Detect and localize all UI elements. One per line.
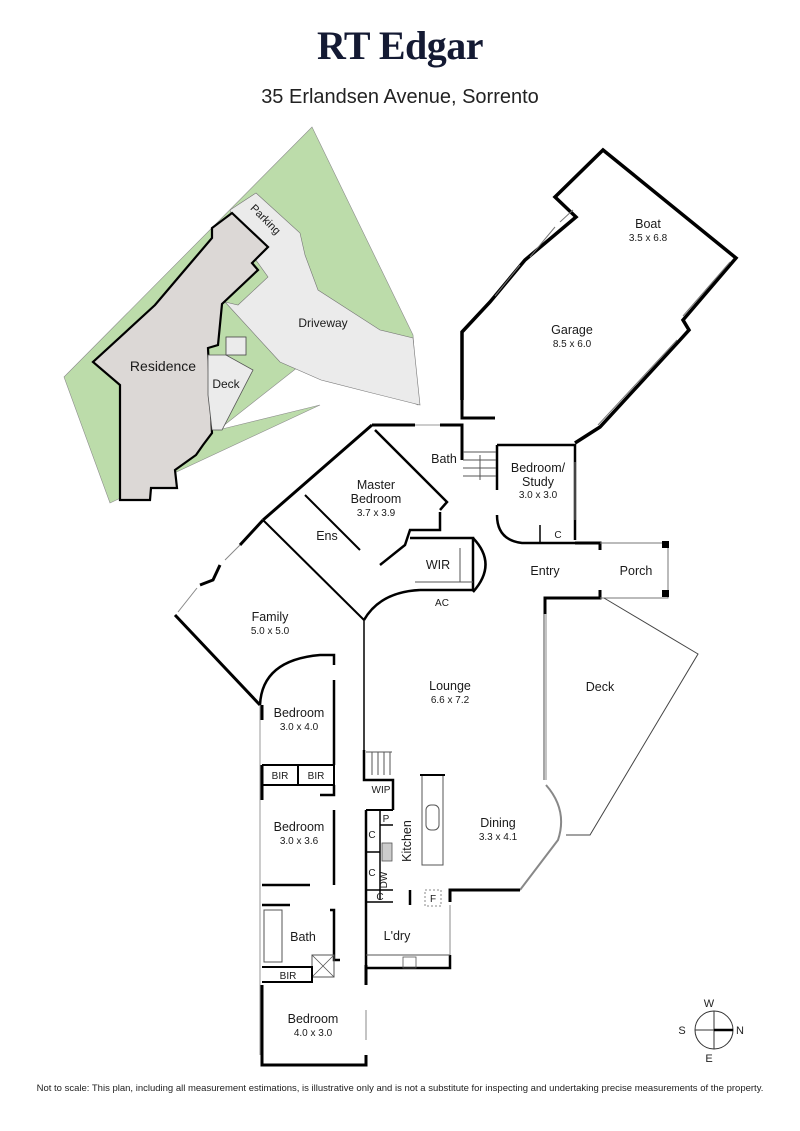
room-bedroom-3-label: Bedroom: [288, 1012, 339, 1026]
room-labels: Boat 3.5 x 6.8 Garage 8.5 x 6.0 Master B…: [251, 217, 668, 1039]
room-bedroom-study-label-2: Study: [522, 475, 555, 489]
cupboard-1-label: C: [368, 830, 375, 841]
room-family-label: Family: [252, 610, 290, 624]
room-ensuite-label: Ens: [316, 529, 338, 543]
room-dining-dims: 3.3 x 4.1: [479, 832, 518, 843]
room-entry-label: Entry: [530, 564, 560, 578]
disclaimer: Not to scale: This plan, including all m…: [36, 1083, 764, 1094]
cupboard-2-label: C: [368, 868, 375, 879]
room-bedroom-study-label-1: Bedroom/: [511, 461, 566, 475]
deck-site-label: Deck: [212, 377, 240, 391]
compass-west: W: [704, 998, 715, 1010]
driveway-label: Driveway: [298, 316, 347, 330]
compass-north: N: [736, 1025, 744, 1037]
ac-label: AC: [435, 598, 449, 609]
room-lounge-dims: 6.6 x 7.2: [431, 695, 470, 706]
brand-logo: RT Edgar: [316, 23, 484, 68]
room-master-bedroom-dims: 3.7 x 3.9: [357, 508, 396, 519]
bir-2-label: BIR: [308, 771, 325, 782]
room-master-bedroom-label-2: Bedroom: [351, 492, 402, 506]
room-bedroom-3-dims: 4.0 x 3.0: [294, 1028, 333, 1039]
walls: [173, 147, 739, 1067]
residence-label: Residence: [130, 358, 196, 374]
bir-1-label: BIR: [272, 771, 289, 782]
room-boat-label: Boat: [635, 217, 661, 231]
fridge-label: F: [430, 894, 436, 905]
compass-rose: W S N E: [678, 998, 744, 1065]
room-garage-label: Garage: [551, 323, 593, 337]
bir-3-label: BIR: [280, 971, 297, 982]
room-wir-label: WIR: [426, 558, 450, 572]
room-porch-label: Porch: [620, 564, 653, 578]
room-master-bedroom-label-1: Master: [357, 478, 395, 492]
cupboard-3-label: C: [376, 892, 383, 903]
room-bath-upper-label: Bath: [431, 452, 457, 466]
landing-site: [225, 336, 247, 356]
wip-label: WIP: [372, 785, 391, 796]
room-bedroom-1-label: Bedroom: [274, 706, 325, 720]
room-kitchen-label: Kitchen: [400, 820, 414, 862]
room-boat-dims: 3.5 x 6.8: [629, 233, 668, 244]
dishwasher-label: DW: [379, 871, 390, 888]
room-bedroom-1-dims: 3.0 x 4.0: [280, 722, 319, 733]
compass-east: E: [705, 1053, 712, 1065]
residence-footprint: [91, 211, 270, 502]
pantry-label: P: [383, 814, 390, 825]
property-address: 35 Erlandsen Avenue, Sorrento: [261, 86, 539, 108]
room-family-dims: 5.0 x 5.0: [251, 626, 290, 637]
room-garage-dims: 8.5 x 6.0: [553, 339, 592, 350]
room-bedroom-study-dims: 3.0 x 3.0: [519, 490, 558, 501]
room-bath-lower-label: Bath: [290, 930, 316, 944]
room-bedroom-2-label: Bedroom: [274, 820, 325, 834]
site-plan: Residence Deck Driveway Parking: [63, 126, 421, 504]
compass-south: S: [678, 1025, 685, 1037]
room-study-cupboard-label: C: [554, 530, 561, 541]
room-dining-label: Dining: [480, 816, 515, 830]
room-bedroom-2-dims: 3.0 x 3.6: [280, 836, 319, 847]
room-lounge-label: Lounge: [429, 679, 471, 693]
room-deck-label: Deck: [586, 680, 615, 694]
room-laundry-label: L'dry: [384, 929, 411, 943]
